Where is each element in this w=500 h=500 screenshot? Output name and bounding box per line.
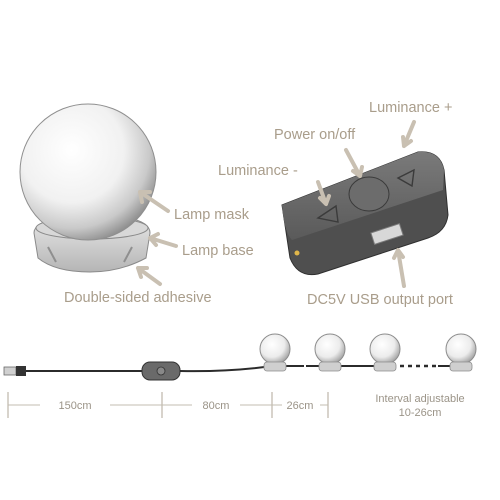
luminance-minus-label: Luminance - <box>218 163 298 179</box>
small-bulb-2 <box>314 333 346 372</box>
dimension-lines <box>7 392 329 418</box>
adhesive-label: Double-sided adhesive <box>64 290 212 306</box>
switch-box <box>281 151 449 276</box>
dimension-80cm: 80cm <box>203 400 230 412</box>
interval-label-line2: 10-26cm <box>399 407 442 419</box>
small-bulb-3 <box>369 333 401 372</box>
callout-arrows <box>136 120 416 288</box>
large-lamp <box>19 103 157 273</box>
lamp-mask-shape <box>19 103 157 241</box>
usb-plug-icon <box>3 366 17 376</box>
dimension-150cm: 150cm <box>58 400 91 412</box>
luminance-plus-label: Luminance + <box>369 100 452 116</box>
interval-label-line1: Interval adjustable <box>375 393 464 405</box>
usb-port-shape <box>370 223 404 245</box>
lamp-mask-label: Lamp mask <box>174 207 250 223</box>
luminance-minus-button-icon <box>316 204 339 223</box>
usb-port-label: DC5V USB output port <box>307 292 453 308</box>
lamp-base-label: Lamp base <box>182 243 254 259</box>
light-string <box>3 333 477 381</box>
power-button-shape <box>348 176 390 212</box>
small-bulb-1 <box>259 333 291 372</box>
power-label: Power on/off <box>274 127 356 143</box>
luminance-plus-button-icon <box>396 168 415 188</box>
dimension-26cm: 26cm <box>287 400 314 412</box>
small-bulb-4 <box>445 333 477 372</box>
